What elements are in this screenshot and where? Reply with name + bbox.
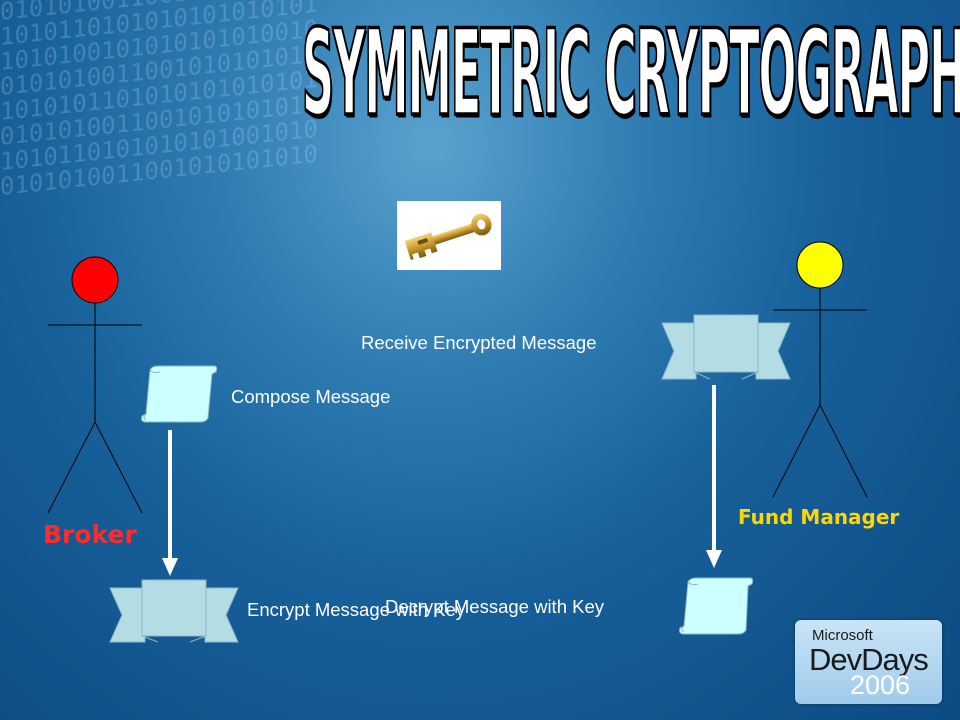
broker-label: Broker	[43, 520, 137, 549]
broker-figure	[47, 256, 143, 514]
encrypt-message-banner-icon	[109, 579, 239, 643]
key-image	[397, 201, 501, 270]
decrypt-message-scroll-icon	[679, 577, 754, 635]
receive-to-decrypt-arrow	[706, 385, 722, 568]
logo-year: 2006	[850, 670, 911, 700]
fund-manager-head	[796, 241, 844, 289]
decrypt-message-label: Decrypt Message with Key	[385, 596, 605, 617]
golden-key-icon	[404, 213, 492, 261]
devdays-logo: Microsoft DevDays 2006	[795, 620, 942, 704]
compose-to-encrypt-arrow	[162, 430, 178, 576]
compose-message-scroll-icon	[141, 365, 218, 423]
logo-product: DevDays	[809, 642, 929, 677]
logo-company: Microsoft	[812, 627, 873, 644]
receive-encrypted-message-label: Receive Encrypted Message	[361, 332, 597, 353]
broker-head	[71, 256, 119, 304]
encrypt-message-label: Encrypt Message with Key	[247, 599, 465, 620]
fund-manager-label: Fund Manager	[738, 505, 900, 529]
compose-message-label: Compose Message	[231, 386, 391, 407]
receive-message-banner-icon	[661, 314, 791, 380]
fund-manager-figure	[772, 241, 868, 498]
